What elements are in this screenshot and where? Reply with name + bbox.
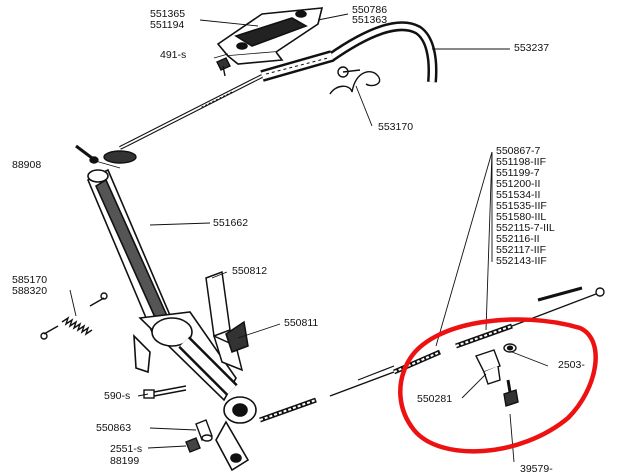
bolt-491 bbox=[216, 57, 231, 77]
label-550812: 550812 bbox=[232, 265, 268, 277]
label-88908: 88908 bbox=[12, 159, 42, 171]
parts-list-item: 552143-IIF bbox=[496, 255, 547, 267]
nut-2551 bbox=[185, 437, 201, 453]
spring-clip bbox=[329, 66, 381, 95]
pin-88908 bbox=[75, 144, 137, 164]
brake-cables bbox=[259, 286, 605, 423]
bushing-550863 bbox=[195, 419, 213, 442]
parts-list-item: 552116-II bbox=[496, 233, 540, 245]
label-585170: 585170 bbox=[12, 274, 48, 286]
mounting-bracket bbox=[216, 7, 324, 65]
label-551365: 551365 bbox=[150, 8, 186, 20]
pivot-bracket bbox=[205, 270, 249, 372]
bolt-590 bbox=[143, 385, 187, 399]
label-553237: 553237 bbox=[514, 42, 550, 54]
label-551194: 551194 bbox=[150, 19, 185, 31]
label-551363: 551363 bbox=[352, 14, 388, 26]
parts-list-item: 551580-IIL bbox=[496, 211, 547, 223]
label-551662: 551662 bbox=[213, 217, 249, 229]
label-553170: 553170 bbox=[378, 121, 414, 133]
label-88199: 88199 bbox=[110, 455, 140, 467]
parts-list-item: 551198-IIF bbox=[496, 156, 547, 168]
label-550811: 550811 bbox=[284, 317, 319, 329]
spring-585170 bbox=[40, 292, 108, 340]
parts-list-item: 551535-IIF bbox=[496, 200, 547, 212]
label-590-s: 590-s bbox=[104, 390, 131, 402]
label-588320: 588320 bbox=[12, 285, 48, 297]
parts-list-item: 550867-7 bbox=[496, 145, 541, 157]
label-39579: 39579- bbox=[520, 463, 553, 473]
label-550863: 550863 bbox=[96, 422, 132, 434]
parts-list-item: 552115-7-IIL bbox=[496, 222, 555, 234]
parts-list-item: 552117-IIF bbox=[496, 244, 547, 256]
lever-housing bbox=[86, 168, 257, 472]
label-491-s: 491-s bbox=[160, 49, 187, 61]
label-550281: 550281 bbox=[417, 393, 453, 405]
label-2503: 2503- bbox=[558, 359, 585, 371]
leader-lines bbox=[69, 13, 549, 463]
parts-list-item: 551534-II bbox=[496, 189, 541, 201]
parts-list-item: 551199-7 bbox=[496, 167, 540, 179]
label-2551-s: 2551-s bbox=[110, 443, 143, 455]
label-550786: 550786 bbox=[352, 4, 388, 16]
highlight-circle bbox=[398, 317, 598, 454]
brake-handle bbox=[119, 21, 438, 150]
cable-clip bbox=[475, 343, 519, 407]
parts-list-item: 551200-II bbox=[496, 178, 541, 190]
